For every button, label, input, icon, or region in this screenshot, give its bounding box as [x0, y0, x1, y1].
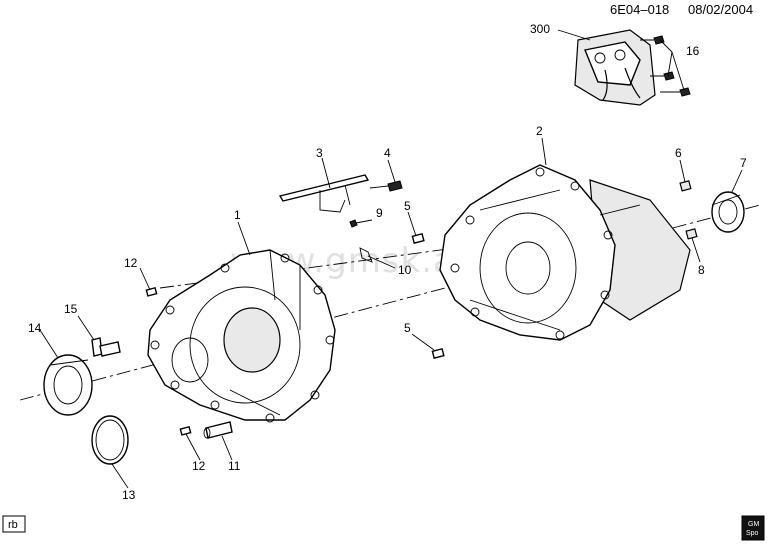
callout-2: 2 [536, 124, 543, 138]
part-13-oring [91, 415, 129, 465]
callout-300: 300 [530, 22, 550, 36]
gm-spo-logo: GM Spo [741, 515, 765, 541]
callout-11: 11 [228, 459, 241, 473]
callout-5-upper: 5 [404, 199, 411, 213]
part-12-dowel-upper [145, 286, 158, 297]
callout-9: 9 [376, 206, 383, 220]
diagram-code: 6E04–018 [610, 2, 669, 17]
diagram-date: 08/02/2004 [688, 2, 753, 17]
callout-12-upper: 12 [124, 256, 138, 270]
logo-bottom-text: Spo [746, 530, 759, 537]
leader-lines [39, 29, 743, 489]
part-1-case-half [147, 249, 336, 423]
part-3-bracket [278, 174, 370, 213]
logo-top-text: GM [748, 521, 759, 528]
part-4-bolt [369, 180, 403, 192]
callout-16: 16 [686, 44, 700, 58]
part-2-housing [439, 164, 691, 341]
corner-tag-text: rb [8, 519, 18, 531]
callout-10: 10 [398, 263, 412, 277]
part-9-clip [349, 219, 358, 228]
part-14-seal [43, 354, 93, 416]
callout-15: 15 [64, 302, 78, 316]
callout-13: 13 [122, 488, 136, 502]
callout-12-lower: 12 [192, 459, 206, 473]
part-12-dowel-lower [179, 425, 192, 436]
part-6-plug [679, 180, 692, 192]
part-10-spring [359, 247, 373, 263]
part-8-plug [685, 228, 698, 240]
callout-3: 3 [316, 146, 323, 160]
part-5-pin-upper [411, 232, 425, 245]
callout-6: 6 [675, 146, 682, 160]
callout-7: 7 [740, 156, 747, 170]
callout-14: 14 [28, 321, 42, 335]
callout-1: 1 [234, 208, 241, 222]
corner-tag-box: rb [2, 515, 26, 533]
part-15-fitting [91, 337, 121, 357]
part-11-bolt [203, 421, 233, 439]
part-300-assembly [574, 29, 691, 106]
part-5-pin-lower [431, 347, 445, 360]
part-7-seal [711, 191, 745, 233]
callout-8: 8 [698, 263, 705, 277]
callout-4: 4 [384, 146, 391, 160]
callout-5-lower: 5 [404, 321, 411, 335]
